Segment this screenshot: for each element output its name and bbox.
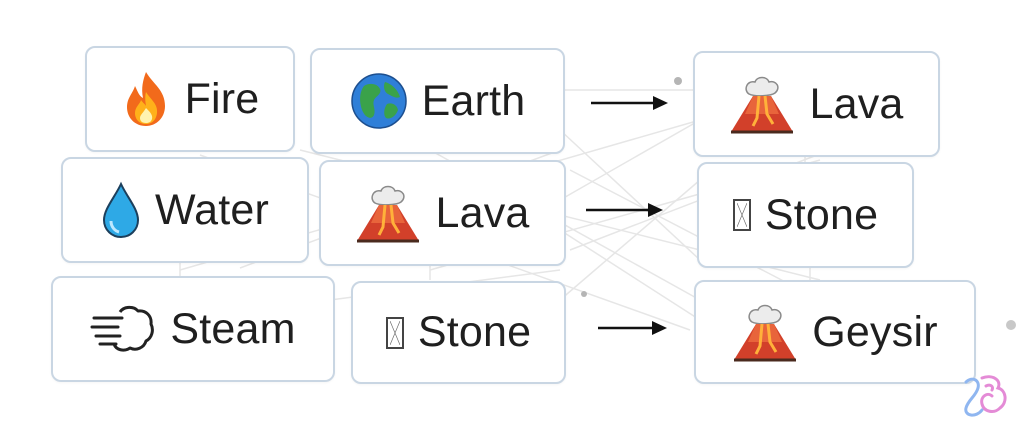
element-label: Stone [764, 190, 879, 239]
element-chip-steam[interactable]: Steam [51, 276, 335, 382]
element-label: Lava [435, 188, 530, 237]
water-droplet-icon [101, 181, 141, 239]
volcano-icon [732, 302, 798, 362]
background-dot [1006, 320, 1016, 330]
element-label: Steam [170, 304, 296, 353]
element-label: Geysir [812, 307, 938, 356]
volcano-icon [355, 183, 421, 243]
arrow-right-icon [591, 96, 668, 110]
arrow-right-icon [586, 203, 663, 217]
result-chip-stone[interactable]: Stone [697, 162, 914, 268]
volcano-icon [729, 74, 795, 134]
element-chip-lava[interactable]: Lava [319, 160, 566, 266]
element-chip-fire[interactable]: Fire [85, 46, 295, 152]
result-chip-geysir[interactable]: Geysir [694, 280, 976, 384]
element-chip-water[interactable]: Water [61, 157, 309, 263]
element-label: Water [154, 185, 270, 234]
arrow-right-icon [598, 321, 667, 335]
element-label: Lava [809, 79, 904, 128]
element-label: Earth [421, 76, 526, 125]
earth-globe-icon [350, 72, 408, 130]
brand-logo-icon [964, 375, 1007, 417]
background-dot [674, 77, 682, 85]
result-chip-lava[interactable]: Lava [693, 51, 940, 157]
element-chip-earth[interactable]: Earth [310, 48, 565, 154]
fire-icon [121, 70, 171, 128]
missing-glyph-icon [385, 316, 404, 349]
element-label: Stone [417, 308, 532, 356]
missing-glyph-icon [732, 199, 751, 231]
wind-blow-icon [90, 304, 156, 354]
element-label: Fire [184, 74, 260, 123]
background-dot [581, 291, 587, 297]
element-chip-stone[interactable]: Stone [351, 281, 566, 384]
